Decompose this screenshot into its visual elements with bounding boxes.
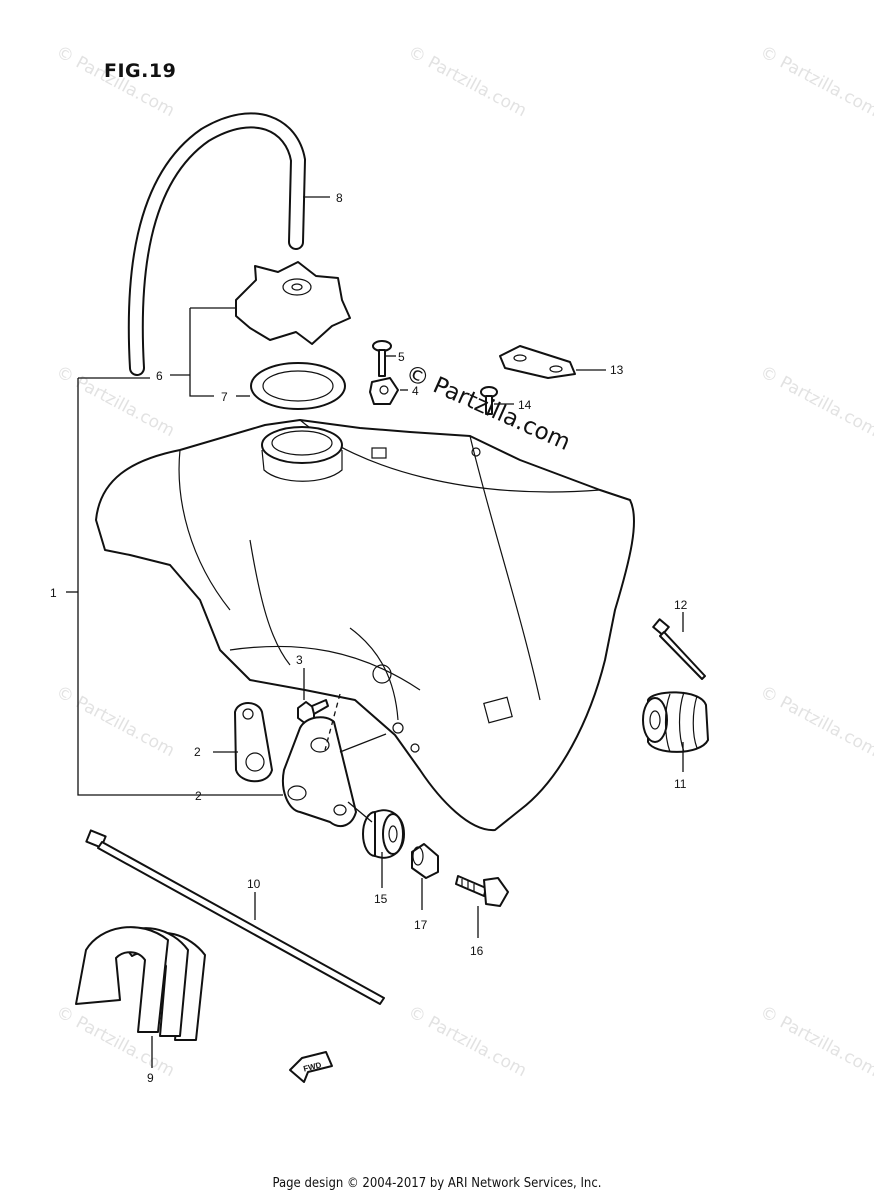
callout-5: 5 [398,350,405,364]
callout-2: 2 [194,745,201,759]
protector-9 [75,926,206,1041]
callout-15: 15 [374,892,388,906]
bracket-left [234,702,273,783]
leader-lines [66,196,684,1068]
callout-1: 1 [50,586,57,600]
cap-gasket [250,362,346,410]
fwd-label: FWD [302,1060,322,1073]
figure-title: FIG.19 [104,60,177,82]
callout-11: 11 [674,777,687,791]
breather-hose [127,112,307,376]
callout-12: 12 [674,598,688,612]
callout-3: 3 [296,653,303,667]
bolt-16 [455,875,509,907]
long-cable-tie [85,829,385,1005]
callout-8: 8 [336,191,343,205]
callout-6: 6 [156,369,163,383]
fwd-arrow-icon: FWD [289,1051,333,1083]
callout-17: 17 [414,918,428,932]
collar-17 [411,843,439,879]
nut-4 [369,377,399,405]
plate-13 [499,345,576,379]
callout-numbers: 1 2 2 3 4 5 6 7 8 9 10 11 12 13 14 15 17… [50,191,688,1085]
callout-2: 2 [195,789,202,803]
screw-5 [372,340,392,377]
page-footer: Page design © 2004-2017 by ARI Network S… [272,1176,602,1191]
grommet-15 [362,809,405,859]
callout-16: 16 [470,944,484,958]
callout-13: 13 [610,363,624,377]
callout-4: 4 [412,384,419,398]
screw-14 [480,386,498,415]
fuel-cap [235,261,351,345]
small-cable-tie [652,618,706,680]
callout-14: 14 [518,398,532,412]
callout-10: 10 [247,877,261,891]
callout-7: 7 [221,390,228,404]
callout-9: 9 [147,1071,154,1085]
fuel-tank [95,419,636,832]
rubber-cushion [642,691,709,753]
bracket-right [282,716,357,828]
